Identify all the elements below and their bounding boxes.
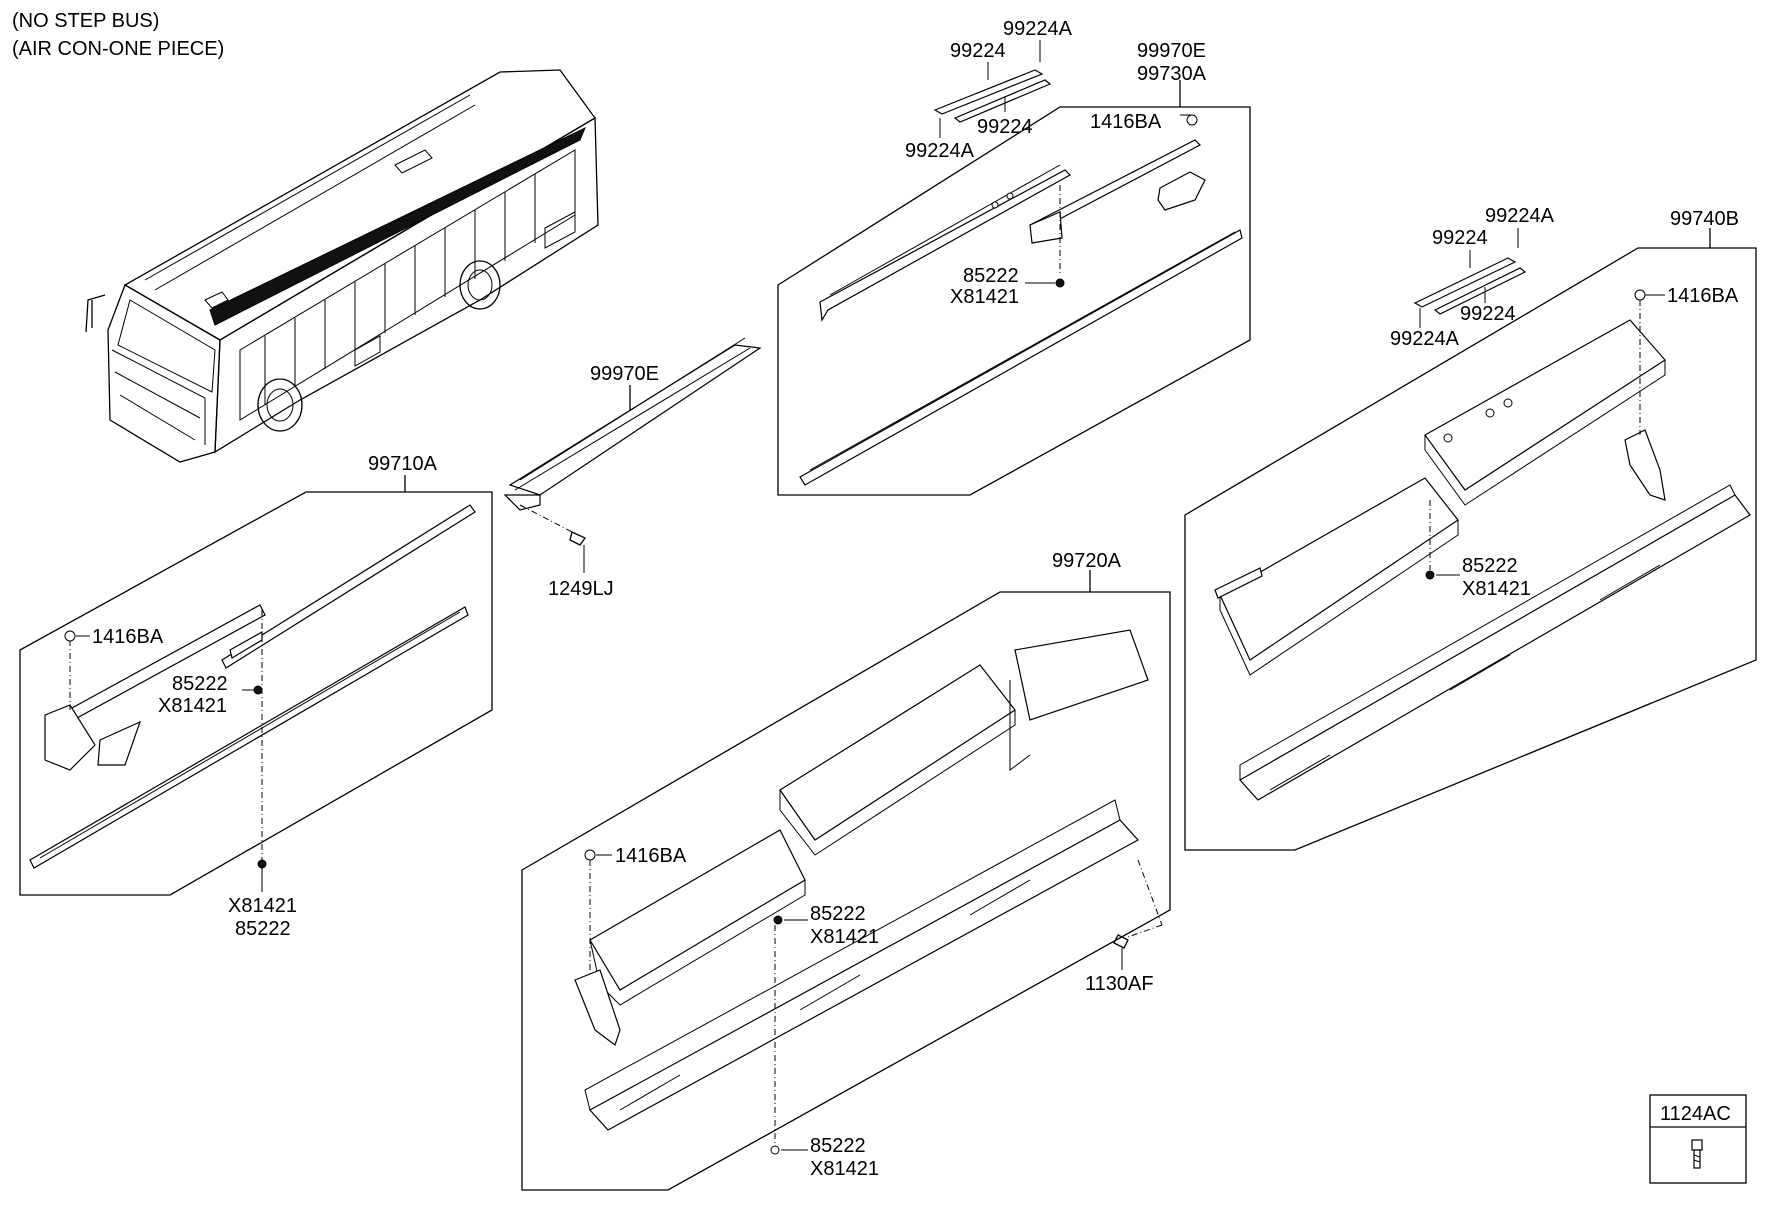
callout-c-x81421: X81421 bbox=[810, 926, 879, 948]
group-frame-99730a bbox=[777, 106, 1251, 496]
callout-r-99224a-2: 99224A bbox=[1390, 328, 1460, 350]
group-label-99720a: 99720A bbox=[1052, 550, 1122, 572]
header-note-1: (NO STEP BUS) bbox=[12, 10, 159, 32]
callout-l-bottom-85222: 85222 bbox=[235, 918, 291, 940]
callout-top-x81421: X81421 bbox=[950, 286, 1019, 308]
bus-illustration bbox=[85, 69, 599, 463]
callout-l-1416ba: 1416BA bbox=[92, 626, 164, 648]
group-99710a: 99710A 1416BA 85222 X81421 X81421 85222 bbox=[19, 453, 493, 940]
callout-top-99224a-1: 99224A bbox=[1003, 18, 1073, 40]
callout-c-85222: 85222 bbox=[810, 903, 866, 925]
callout-c-1130af: 1130AF bbox=[1085, 973, 1154, 995]
callout-top-1416ba: 1416BA bbox=[1090, 111, 1162, 133]
callout-r-x81421: X81421 bbox=[1462, 578, 1531, 600]
callout-top-99224a-2: 99224A bbox=[905, 140, 975, 162]
legend-box-1124ac: 1124AC bbox=[1649, 1094, 1747, 1184]
group-label-99740b: 99740B bbox=[1670, 208, 1739, 230]
callout-c-bottom-x81421: X81421 bbox=[810, 1158, 879, 1180]
group-frame-99710a bbox=[19, 491, 493, 896]
callout-c-bottom-85222: 85222 bbox=[810, 1135, 866, 1157]
group-99970e: 99970E 1249LJ bbox=[503, 337, 762, 600]
header-note-2: (AIR CON-ONE PIECE) bbox=[12, 38, 224, 60]
callout-mid-1249lj: 1249LJ bbox=[548, 578, 614, 600]
group-99740b: 99740B 1416BA 85222 X81421 bbox=[1184, 208, 1757, 851]
callout-l-85222: 85222 bbox=[172, 673, 228, 695]
callout-r-99224-1: 99224 bbox=[1432, 227, 1488, 249]
bolt-icon bbox=[1691, 1139, 1703, 1169]
callout-r-99224-2: 99224 bbox=[1460, 303, 1516, 325]
legend-label-1124ac: 1124AC bbox=[1660, 1103, 1731, 1125]
group-frame-99740b bbox=[1184, 247, 1757, 851]
callout-top-99224-1: 99224 bbox=[950, 40, 1006, 62]
callout-top-99224-2: 99224 bbox=[977, 116, 1033, 138]
callout-top-85222: 85222 bbox=[963, 265, 1019, 287]
group-label-99730a-top: 99970E bbox=[1137, 40, 1206, 62]
group-label-99970e: 99970E bbox=[590, 363, 659, 385]
group-frame-99720a bbox=[521, 591, 1171, 1191]
callout-l-bottom-x81421: X81421 bbox=[228, 895, 297, 917]
callout-r-85222: 85222 bbox=[1462, 555, 1518, 577]
callout-r-99224a-1: 99224A bbox=[1485, 205, 1555, 227]
group-label-99730a: 99730A bbox=[1137, 63, 1207, 85]
plates-right: 99224A 99224 99224 99224A bbox=[1390, 205, 1555, 350]
group-99720a: 99720A 1416BA 85222 X81421 85222 X81421 … bbox=[521, 550, 1171, 1191]
group-label-99710a: 99710A bbox=[368, 453, 438, 475]
callout-l-x81421: X81421 bbox=[158, 695, 227, 717]
callout-r-1416ba: 1416BA bbox=[1667, 285, 1739, 307]
callout-c-1416ba: 1416BA bbox=[615, 845, 687, 867]
group-99730a: 99970E 99730A 1416BA 85222 X81421 bbox=[777, 40, 1251, 496]
plates-top: 99224A 99224 99224 99224A bbox=[905, 18, 1073, 162]
